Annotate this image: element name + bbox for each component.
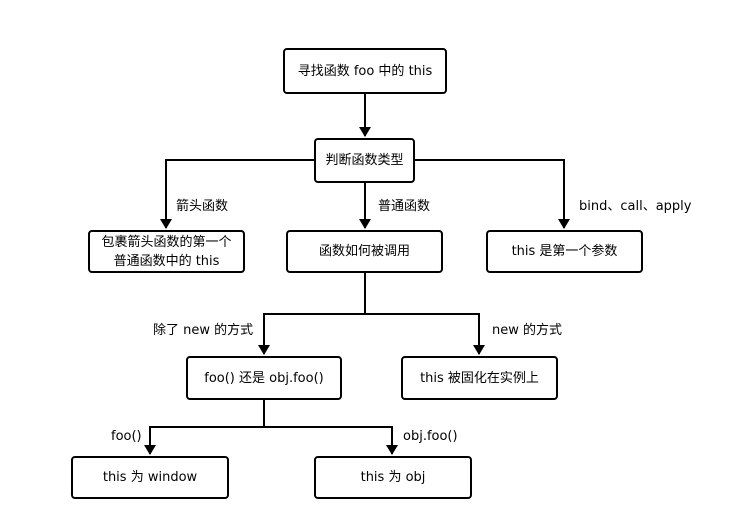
node-judge-type: 判断函数类型 bbox=[314, 138, 415, 183]
edge-label-except-new: 除了 new 的方式 bbox=[153, 323, 254, 338]
edge-label-normal-function: 普通函数 bbox=[378, 199, 431, 214]
node-judge-type-label: 判断函数类型 bbox=[325, 153, 404, 168]
node-bind-call-apply-result-label: this 是第一个参数 bbox=[511, 244, 618, 259]
edge-how-called-to-not-new bbox=[258, 272, 366, 355]
edge-not-new-to-window-result bbox=[144, 399, 265, 455]
edge-label-foo-call: foo() bbox=[111, 429, 142, 444]
node-not-new: foo() 还是 obj.foo() bbox=[186, 356, 342, 400]
node-new-result: this 被固化在实例上 bbox=[401, 356, 558, 400]
edge-label-obj-foo-call: obj.foo() bbox=[403, 429, 458, 444]
node-arrow-fn-label: 包裹箭头函数的第一个 普通函数中的 this bbox=[101, 234, 232, 269]
edge-not-new-to-obj-result bbox=[264, 426, 398, 455]
edge-label-bind-call-apply: bind、call、apply bbox=[579, 199, 692, 214]
node-how-called-label: 函数如何被调用 bbox=[318, 244, 410, 259]
node-new-result-label: this 被固化在实例上 bbox=[420, 370, 539, 386]
edge-label-arrow-function: 箭头函数 bbox=[176, 199, 229, 214]
edge-how-called-to-new-result bbox=[365, 313, 485, 355]
node-root: 寻找函数 foo 中的 this bbox=[283, 48, 447, 94]
edge-label-new-way: new 的方式 bbox=[492, 323, 563, 338]
node-root-label: 寻找函数 foo 中的 this bbox=[297, 63, 433, 79]
node-obj-result: this 为 obj bbox=[314, 456, 472, 499]
node-obj-result-label: this 为 obj bbox=[360, 470, 426, 485]
node-bind-call-apply-result: this 是第一个参数 bbox=[486, 230, 643, 273]
node-how-called: 函数如何被调用 bbox=[286, 230, 443, 273]
edge-judge-type-to-bind-result bbox=[415, 159, 570, 229]
node-arrow-fn: 包裹箭头函数的第一个 普通函数中的 this bbox=[88, 230, 245, 273]
edge-judge-type-to-arrow-fn bbox=[160, 159, 314, 229]
node-window-result-label: this 为 window bbox=[102, 470, 198, 485]
node-window-result: this 为 window bbox=[71, 456, 229, 499]
node-not-new-label: foo() 还是 obj.foo() bbox=[204, 370, 324, 386]
